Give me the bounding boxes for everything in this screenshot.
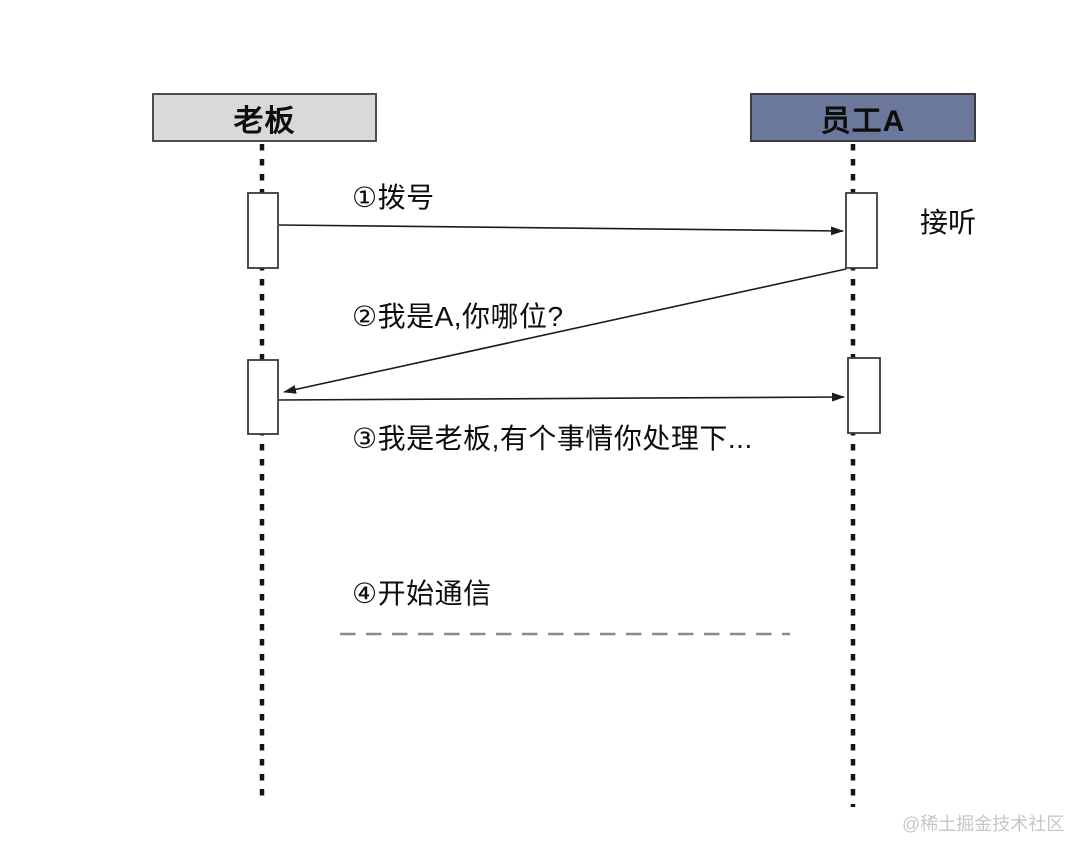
actor-box-boss: 老板	[152, 93, 377, 142]
activation-boss-2	[247, 359, 279, 435]
message-label-2: ②我是A,你哪位?	[352, 301, 564, 332]
arrow-message-1	[278, 224, 844, 236]
actor-box-employee-a: 员工A	[750, 93, 976, 142]
activation-boss-1	[247, 192, 279, 269]
message-label-4: ④开始通信	[352, 578, 492, 609]
annotation-answer: 接听	[920, 207, 977, 238]
watermark-text: @稀土掘金技术社区	[902, 814, 1065, 834]
activation-employee-1	[845, 192, 878, 269]
actor-label-boss: 老板	[233, 104, 296, 138]
actor-label-employee-a: 员工A	[820, 104, 906, 138]
activation-employee-2	[847, 357, 881, 434]
message-label-3: ③我是老板,有个事情你处理下...	[352, 423, 753, 454]
arrow-message-3	[278, 392, 845, 402]
arrow-message-2	[283, 268, 847, 394]
message-label-1: ①拨号	[352, 182, 435, 213]
